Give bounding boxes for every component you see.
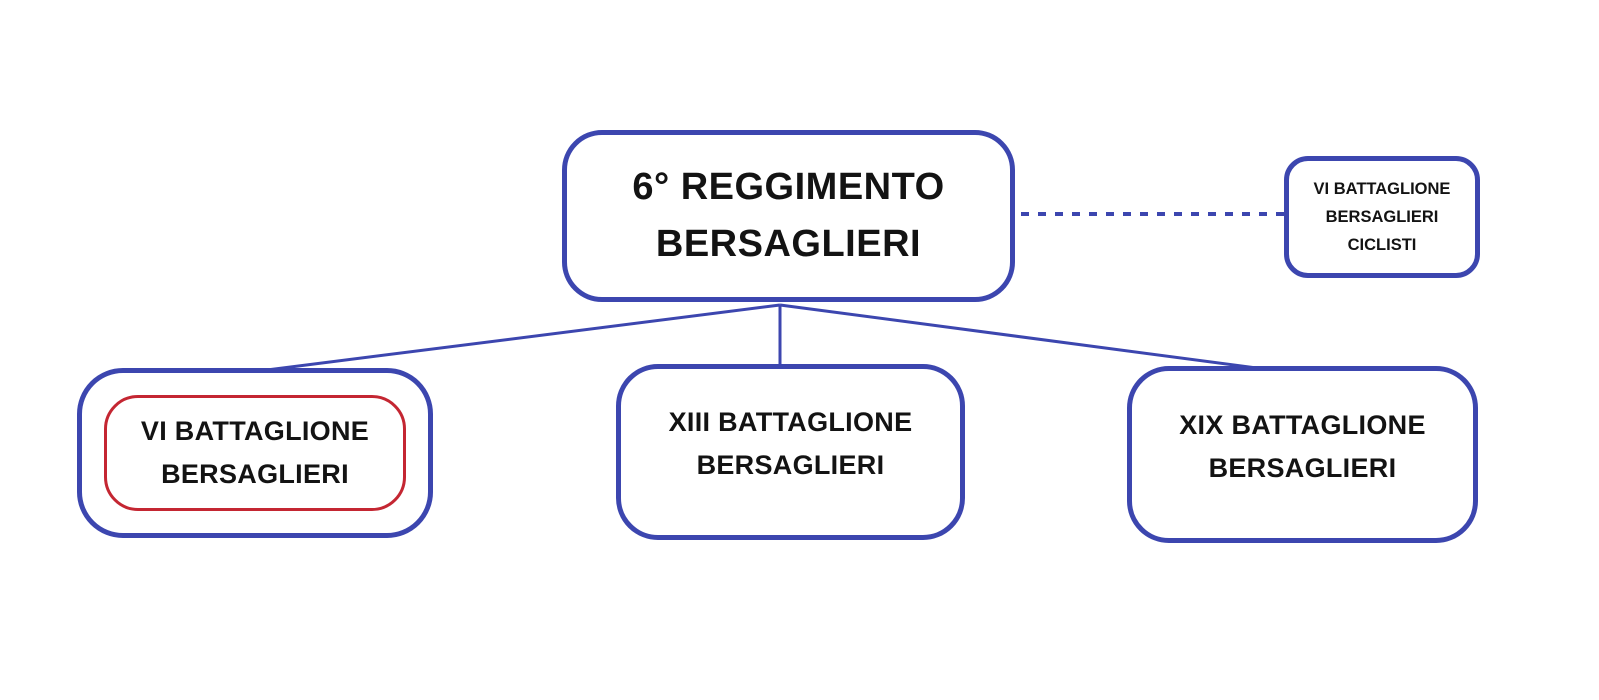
connector-root-to-vi: [258, 303, 781, 373]
node-label-line: 6° REGGIMENTO: [632, 166, 945, 208]
highlight-ring: VI BATTAGLIONE BERSAGLIERI: [104, 395, 406, 511]
node-xix-battaglione-bersaglieri: XIX BATTAGLIONE BERSAGLIERI: [1127, 366, 1478, 543]
node-label-line: BERSAGLIERI: [1208, 452, 1397, 483]
node-label-line: BERSAGLIERI: [696, 450, 885, 480]
node-label-line: BERSAGLIERI: [161, 459, 349, 489]
node-label-line: CICLISTI: [1347, 236, 1417, 254]
node-label-line: XIX BATTAGLIONE: [1179, 409, 1426, 440]
node-label-line: VI BATTAGLIONE: [140, 416, 370, 446]
node-vi-battaglione-bersaglieri: VI BATTAGLIONE BERSAGLIERI: [77, 368, 433, 538]
node-label-line: XIII BATTAGLIONE: [668, 407, 913, 437]
node-6-reggimento-bersaglieri: 6° REGGIMENTO BERSAGLIERI: [562, 130, 1015, 302]
node-label-line: VI BATTAGLIONE: [1313, 180, 1451, 198]
node-vi-battaglione-bersaglieri-ciclisti: VI BATTAGLIONE BERSAGLIERI CICLISTI: [1284, 156, 1480, 278]
connector-root-to-xix: [779, 303, 1273, 372]
node-label-line: BERSAGLIERI: [1325, 208, 1439, 226]
node-label-line: BERSAGLIERI: [655, 223, 922, 265]
node-xiii-battaglione-bersaglieri: XIII BATTAGLIONE BERSAGLIERI: [616, 364, 965, 540]
